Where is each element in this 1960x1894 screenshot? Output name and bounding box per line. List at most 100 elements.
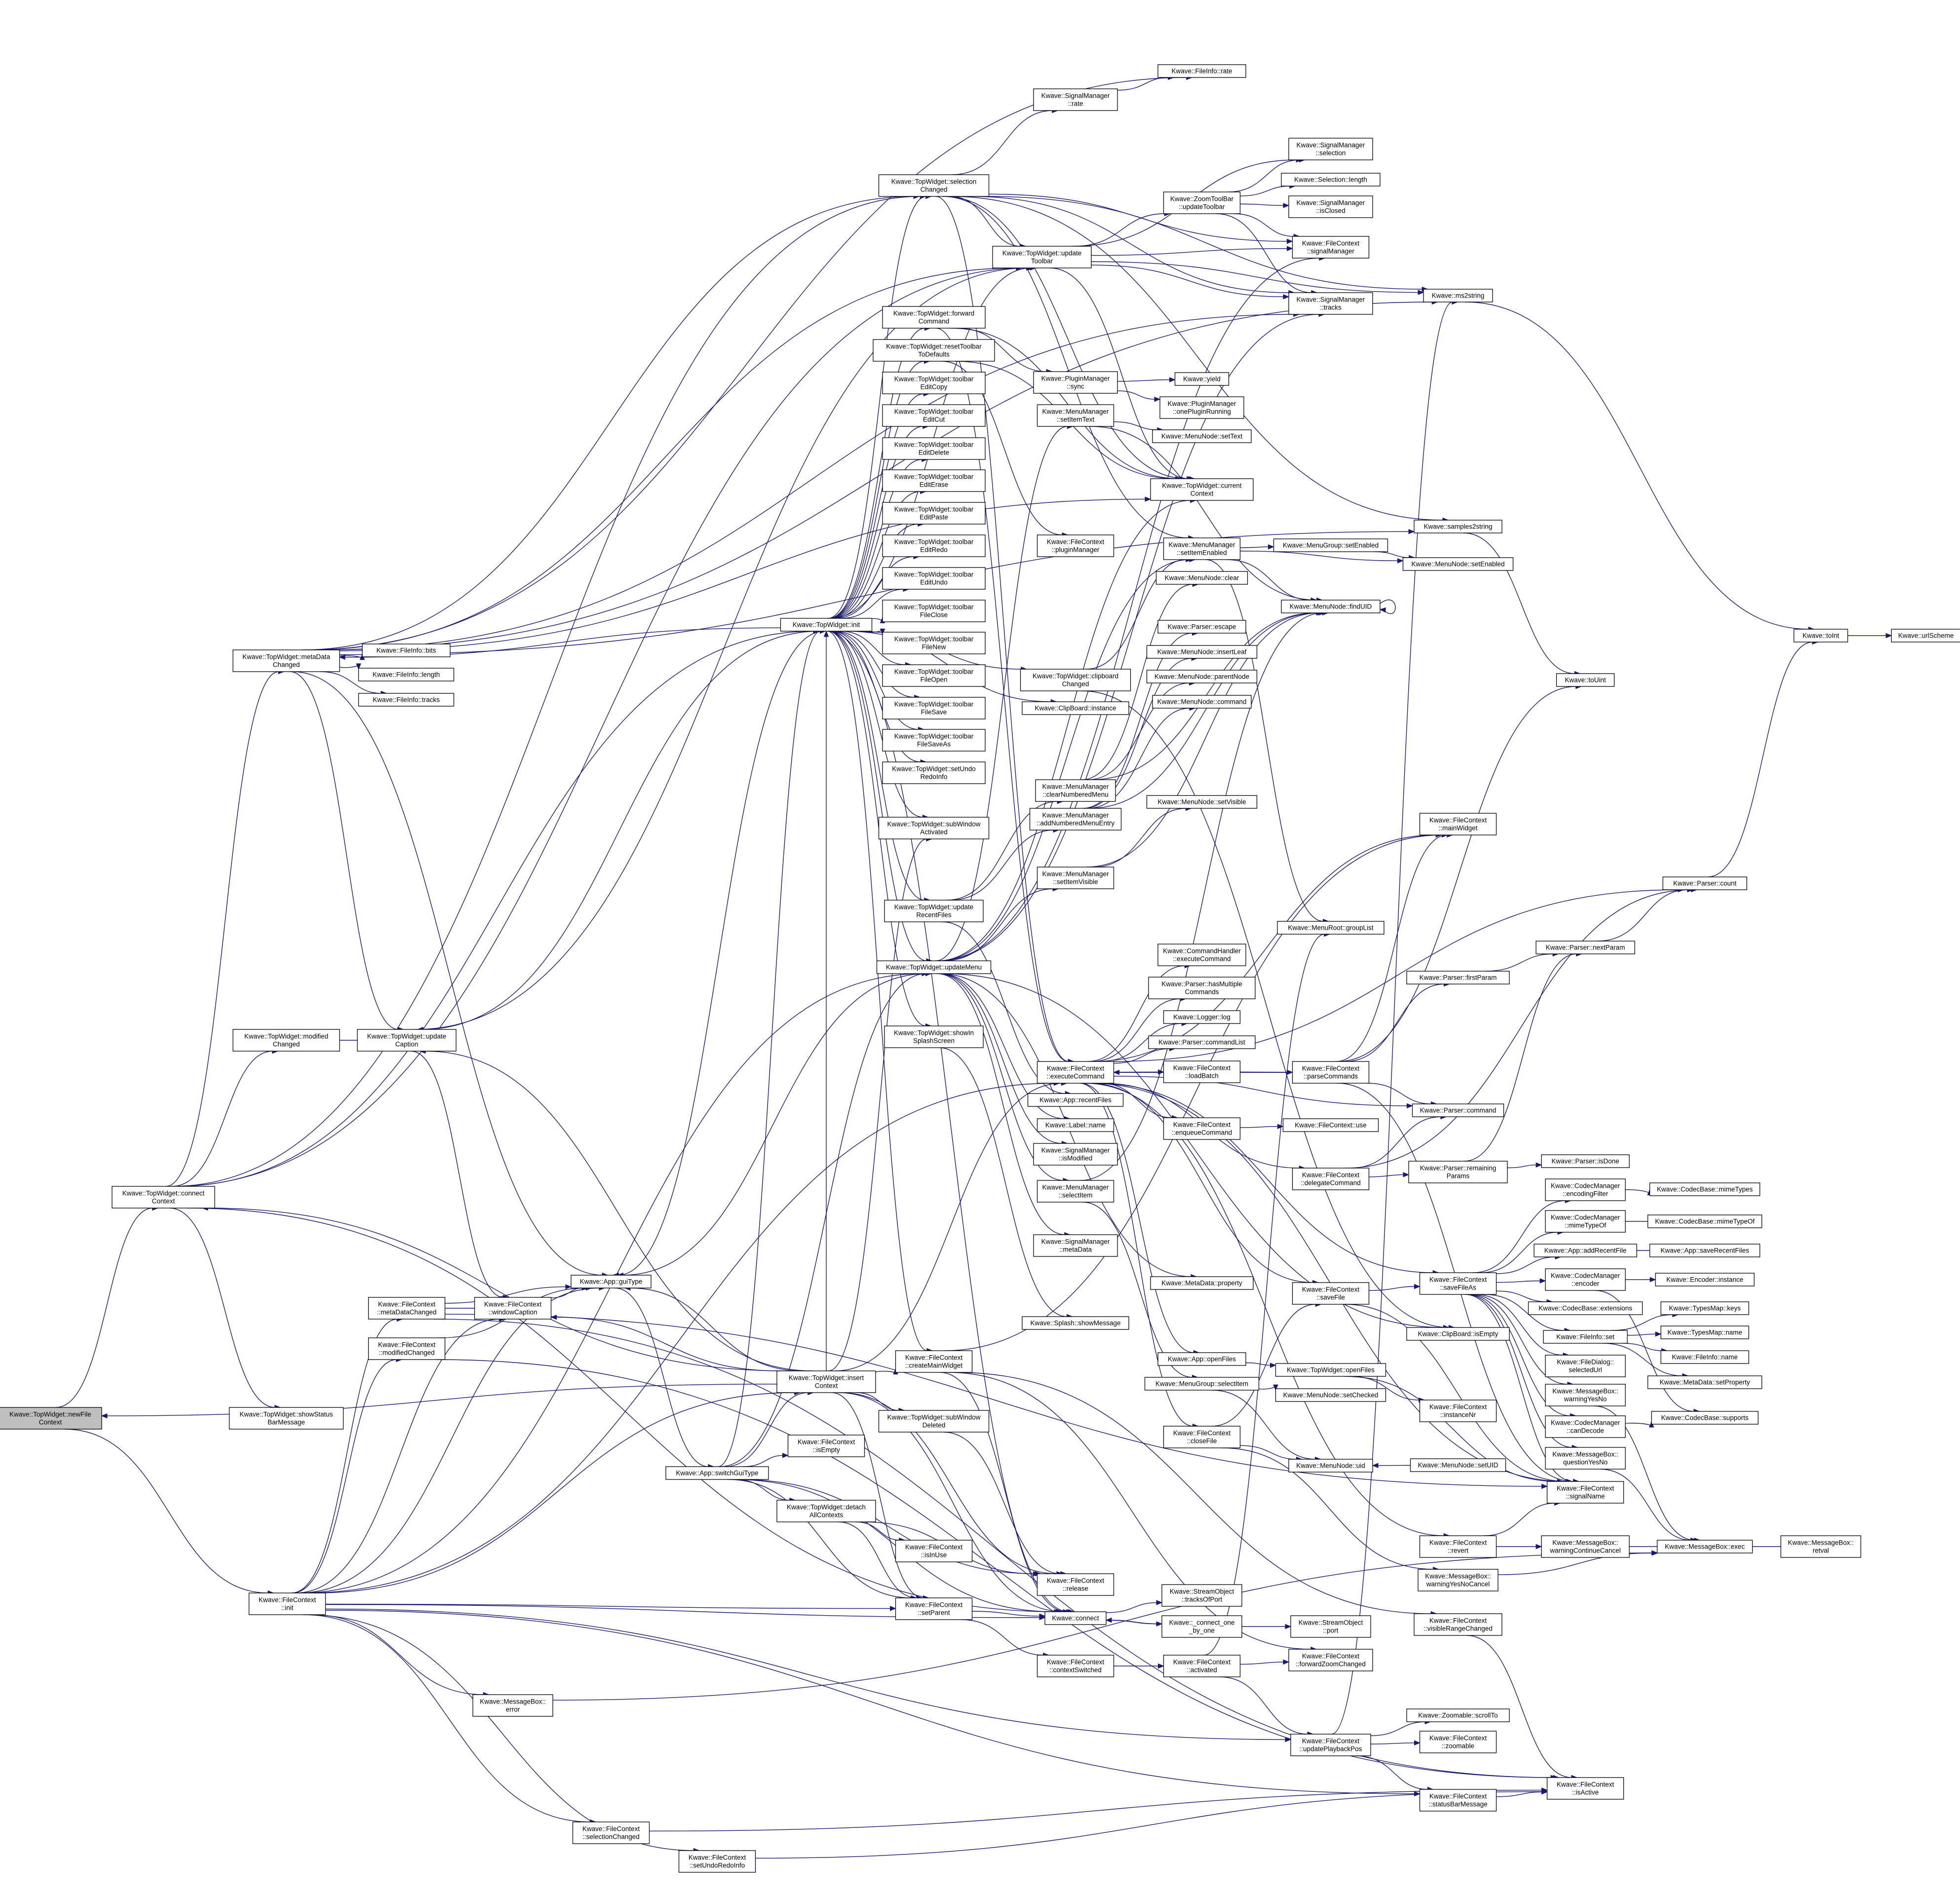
function-node[interactable]: Kwave::FileContext::isActive (1546, 1777, 1624, 1800)
function-node[interactable]: Kwave::App::saveRecentFiles (1649, 1244, 1761, 1257)
function-node[interactable]: Kwave::Parser::command (1412, 1103, 1504, 1117)
function-node[interactable]: Kwave::MenuGroup::setEnabled (1273, 538, 1388, 552)
function-node[interactable]: Kwave::App::guiType (571, 1275, 652, 1288)
function-node[interactable]: Kwave::MenuManager::clearNumberedMenu (1035, 779, 1116, 802)
function-node[interactable]: Kwave::MessageBox::warningYesNoCancel (1418, 1569, 1499, 1591)
function-node[interactable]: Kwave::MenuManager::setItemVisible (1037, 867, 1115, 889)
function-node[interactable]: Kwave::StreamObject::tracksOfPort (1161, 1584, 1242, 1607)
function-node[interactable]: Kwave::MetaData::property (1150, 1276, 1254, 1290)
function-node[interactable]: Kwave::FileInfo::name (1660, 1350, 1749, 1364)
function-node[interactable]: Kwave::PluginManager::onePluginRunning (1159, 396, 1244, 419)
function-node[interactable]: Kwave::ClipBoard::isEmpty (1406, 1327, 1510, 1341)
function-node[interactable]: Kwave::FileInfo::set (1543, 1330, 1628, 1344)
function-node[interactable]: Kwave::FileContext::parseCommands (1292, 1061, 1370, 1084)
function-node[interactable]: Kwave::App::recentFiles (1027, 1093, 1124, 1107)
function-node[interactable]: Kwave::TypesMap::name (1660, 1326, 1749, 1339)
function-node[interactable]: Kwave::FileContext::statusBarMessage (1419, 1789, 1497, 1812)
function-node[interactable]: Kwave::CodecManager::mimeTypeOf (1545, 1210, 1626, 1233)
function-node[interactable]: Kwave::FileContext::init (248, 1592, 326, 1615)
function-node[interactable]: Kwave::Parser::firstParam (1406, 971, 1510, 985)
function-node[interactable]: Kwave::FileContext::modifiedChanged (368, 1337, 446, 1360)
function-node[interactable]: Kwave::FileContext::mainWidget (1419, 813, 1497, 835)
function-node[interactable]: Kwave::FileContext::revert (1419, 1535, 1497, 1558)
function-node[interactable]: Kwave::FileInfo::length (358, 668, 455, 682)
function-node[interactable]: Kwave::FileContext::saveFileAs (1419, 1272, 1497, 1295)
function-node[interactable]: Kwave::FileContext::loadBatch (1163, 1061, 1241, 1083)
function-node[interactable]: Kwave::FileContext::metaDataChanged (368, 1297, 446, 1320)
function-node[interactable]: Kwave::MenuNode::setText (1152, 429, 1252, 443)
function-node[interactable]: Kwave::FileContext::windowCaption (474, 1297, 552, 1320)
function-node[interactable]: Kwave::FileContext::enqueueCommand (1163, 1117, 1241, 1140)
function-node[interactable]: Kwave::Parser::escape (1157, 620, 1246, 634)
function-node[interactable]: Kwave::FileContext::selectionChanged (572, 1821, 650, 1844)
function-node[interactable]: Kwave::CodecBase::mimeTypes (1649, 1182, 1761, 1196)
function-node[interactable]: Kwave::toUint (1556, 673, 1615, 687)
function-node[interactable]: Kwave::FileContext::executeCommand (1037, 1061, 1115, 1084)
function-node[interactable]: Kwave::FileContext::isEmpty (787, 1435, 865, 1457)
function-node[interactable]: Kwave::MenuNode::command (1152, 695, 1252, 709)
function-node[interactable]: Kwave::MenuNode::uid (1288, 1459, 1373, 1473)
function-node[interactable]: Kwave::FileContext::isInUse (895, 1540, 973, 1562)
function-node[interactable]: Kwave::FileContext::visibleRangeChanged (1414, 1613, 1502, 1636)
function-node[interactable]: Kwave::MessageBox::error (472, 1694, 553, 1717)
function-node[interactable]: Kwave::FileContext::setParent (895, 1597, 973, 1620)
function-node[interactable]: Kwave::FileContext::forwardZoomChanged (1288, 1649, 1373, 1671)
function-node[interactable]: Kwave::urlScheme (1891, 629, 1960, 643)
function-node[interactable]: Kwave::MenuManager::selectItem (1037, 1180, 1115, 1203)
function-node[interactable]: Kwave::SignalManager::tracks (1288, 292, 1373, 315)
function-node[interactable]: Kwave::MenuNode::setUID (1410, 1458, 1506, 1472)
function-node[interactable]: Kwave::Logger::log (1163, 1010, 1241, 1024)
function-node[interactable]: Kwave::SignalManager::metaData (1033, 1234, 1118, 1257)
function-node[interactable]: Kwave::CodecManager::encodingFilter (1545, 1178, 1626, 1201)
function-node[interactable]: Kwave::FileContext::zoomable (1419, 1731, 1497, 1753)
function-node[interactable]: Kwave::MetaData::setProperty (1647, 1375, 1763, 1389)
function-node[interactable]: Kwave::CodecBase::extensions (1528, 1301, 1643, 1315)
function-node[interactable]: Kwave::MessageBox::warningContinueCancel (1541, 1535, 1630, 1558)
function-node[interactable]: Kwave::CodecManager::canDecode (1545, 1415, 1626, 1438)
function-node[interactable]: Kwave::SignalManager::isModified (1033, 1143, 1118, 1166)
function-node[interactable]: Kwave::FileContext::createMainWidget (895, 1350, 973, 1373)
function-node[interactable]: Kwave::FileContext::closeFile (1163, 1426, 1241, 1448)
function-node[interactable]: Kwave::MessageBox::questionYesNo (1545, 1447, 1626, 1470)
function-node[interactable]: Kwave::FileContext::signalManager (1292, 236, 1370, 259)
function-node[interactable]: Kwave::Splash::showMessage (1022, 1316, 1129, 1330)
function-node[interactable]: Kwave::CodecManager::encoder (1545, 1268, 1626, 1291)
function-node[interactable]: Kwave::MenuManager::setItemText (1037, 404, 1115, 427)
function-node[interactable]: Kwave::connect (1044, 1611, 1107, 1625)
function-node[interactable]: Kwave::FileContext::pluginManager (1037, 534, 1115, 557)
function-node[interactable]: Kwave::MessageBox::warningYesNo (1545, 1384, 1626, 1406)
function-node[interactable]: Kwave::TopWidget::updateToolbar (992, 246, 1092, 268)
function-node[interactable]: Kwave::ms2string (1423, 289, 1493, 303)
function-node[interactable]: Kwave::Encoder::instance (1655, 1273, 1755, 1287)
function-node[interactable]: Kwave::TopWidget::updateMenu (876, 960, 992, 974)
function-node[interactable]: Kwave::FileContext::instanceNr (1419, 1400, 1497, 1422)
function-node[interactable]: Kwave::FileContext::signalName (1546, 1481, 1624, 1504)
function-node[interactable]: Kwave::App::switchGuiType (665, 1466, 769, 1480)
function-node[interactable]: Kwave::CodecBase::supports (1651, 1411, 1759, 1425)
function-node[interactable]: Kwave::TopWidget::setUndoRedoInfo (882, 761, 986, 784)
function-node[interactable]: Kwave::StreamObject::port (1290, 1615, 1371, 1638)
function-node[interactable]: Kwave::TypesMap::keys (1660, 1301, 1749, 1315)
function-node[interactable]: Kwave::MenuNode::findUID (1281, 600, 1381, 613)
function-node[interactable]: Kwave::MenuManager::addNumberedMenuEntry (1029, 808, 1122, 831)
function-node[interactable]: Kwave::FileInfo::bits (362, 644, 451, 657)
function-node[interactable]: Kwave::MessageBox::retval (1780, 1535, 1861, 1558)
function-node[interactable]: Kwave::TopWidget::modifiedChanged (232, 1029, 340, 1052)
